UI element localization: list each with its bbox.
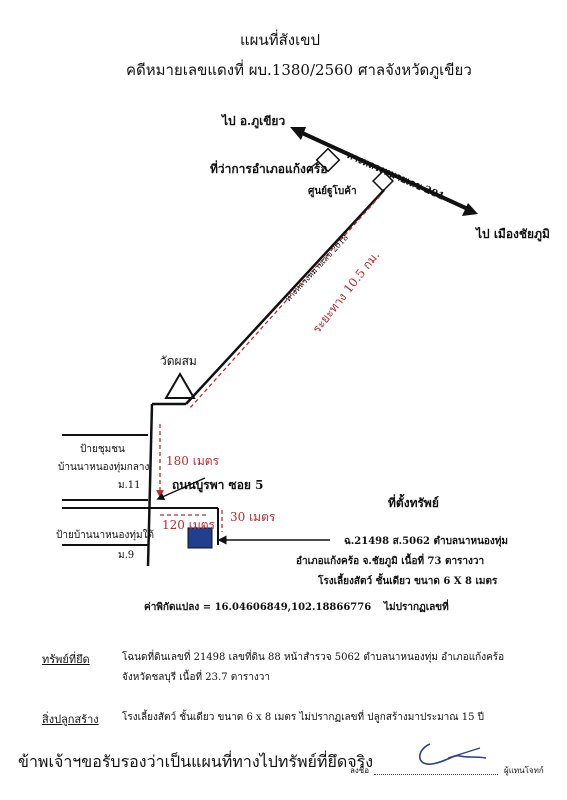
signature-line	[374, 774, 498, 775]
road-main-south	[146, 403, 154, 567]
stop-nong-phum-klang-line1: ป้ายชุมชน	[80, 444, 125, 455]
stop-nong-phum-klang-line2: บ้านนาหนองทุ่มกลาง	[58, 462, 150, 473]
signature-mark	[418, 743, 487, 765]
to-phu-khiao-label: ไป อ.ภูเขียว	[222, 114, 286, 128]
role-label: ผู้แทนโจทก์	[504, 766, 544, 775]
big-c-label: ศูนย์ฐูโบค้า	[308, 186, 357, 197]
stop-nong-phum-tai-line2: ม.9	[118, 550, 135, 561]
distance-30-label: 30 เมตร	[230, 510, 276, 524]
stop-nong-phum-tai-line1: ป้ายบ้านนาหนองทุ่มใต้	[56, 530, 154, 541]
highway-201-line	[299, 130, 471, 212]
district-office-icon	[315, 147, 341, 173]
asset-label: ทรัพย์ที่ยึด	[42, 653, 90, 666]
building-text: โรงเลี้ยงสัตว์ ชั้นเดียว ขนาด 6 x 8 เมตร…	[122, 712, 484, 723]
road-label-pointer	[156, 477, 206, 500]
temple-icon	[164, 372, 196, 399]
coordinates-label: ค่าพิกัดแปลง = 16.04606849,102.18866776	[144, 602, 372, 613]
distance-10-5-line	[189, 195, 381, 409]
asset-line1: โฉนดที่ดินเลขที่ 21498 เลขที่ดิน 88 หน้า…	[122, 652, 505, 663]
property-marker-icon	[187, 527, 213, 549]
arrow-to-phu-khiao-icon	[290, 127, 306, 140]
district-office-label: ที่ว่าการอำเภอแก้งคร้อ	[210, 162, 328, 176]
building-label: สิ่งปลูกสร้าง	[42, 713, 99, 726]
distance-120-label: 120 เมตร	[162, 518, 215, 532]
big-c-icon	[372, 170, 394, 192]
highway-2018-line	[185, 189, 385, 405]
certify-statement: ข้าพเจ้าฯขอรับรองว่าเป็นแผนที่ทางไปทรัพย…	[18, 752, 373, 771]
page-title: แผนที่สังเขป	[240, 31, 320, 49]
property-title: ที่ตั้งทรัพย์	[388, 496, 439, 510]
asset-line2: จังหวัดชลบุรี เนื้อที่ 23.7 ตารางวา	[122, 672, 270, 683]
property-line3: โรงเลี้ยงสัตว์ ชั้นเดียว ขนาด 6 X 8 เมตร	[318, 576, 498, 587]
property-line1: ฉ.21498 ส.5062 ตำบลนาหนองทุ่ม	[344, 536, 508, 547]
to-chaiyaphum-label: ไป เมืองชัยภูมิ	[476, 227, 550, 241]
stop-nong-phum-klang-line3: ม.11	[118, 480, 141, 491]
sign-label: ลงชื่อ	[350, 766, 370, 775]
property-line4: ไม่ปรากฏเลขที่	[384, 602, 449, 613]
distance-180-label: 180 เมตร	[166, 454, 219, 468]
property-line2: อำเภอแก้งคร้อ จ.ชัยภูมิ เนื้อที่ 73 ตารา…	[296, 556, 485, 567]
arrow-to-chaiyaphum-icon	[462, 203, 478, 216]
temple-label: วัดผสม	[160, 354, 197, 368]
office-pointer	[309, 161, 319, 169]
road-burapha-label: ถนนบูรพา ซอย 5	[172, 478, 264, 492]
case-subtitle: คดีหมายเลขแดงที่ ผบ.1380/2560 ศาลจังหวัด…	[126, 61, 472, 79]
